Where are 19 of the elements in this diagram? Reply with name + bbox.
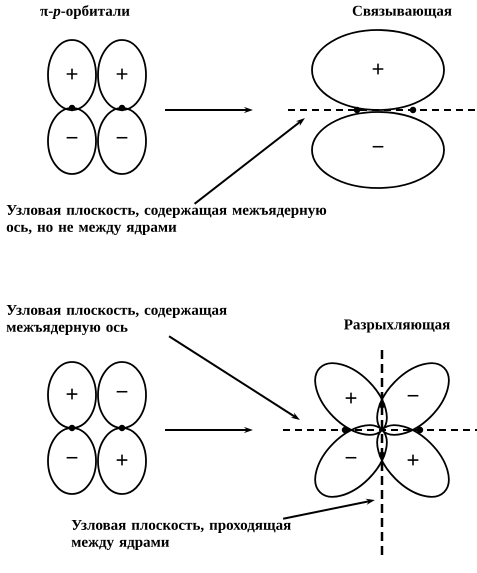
heading: Разрыхляющая <box>344 320 450 333</box>
annotation-text: Узловая плоскость, содержащая межъядерную ось, но не между ядрами <box>6 204 326 236</box>
orbital-lobe: − <box>376 362 450 436</box>
orbital-lobe: − <box>47 427 97 495</box>
orbital-lobe: + <box>376 424 450 498</box>
orbital-lobe: − <box>97 361 147 429</box>
orbital-lobe: − <box>311 111 445 189</box>
orbital-lobe: + <box>314 362 388 436</box>
orbital-lobe: − <box>97 107 147 175</box>
orbital-lobe: + <box>97 39 147 111</box>
orbital-lobe: + <box>47 361 97 429</box>
orbital-lobe: + <box>47 39 97 111</box>
annotation-text: Узловая плоскость, проходящая между ядрами <box>72 520 291 550</box>
annotation-text: Узловая плоскость, содержащая межъядерную ось <box>6 304 227 336</box>
heading: π-p-орбитали <box>40 5 130 19</box>
orbital-lobe: + <box>311 29 445 111</box>
orbital-lobe: − <box>314 424 388 498</box>
orbital-lobe: + <box>97 427 147 495</box>
orbital-lobe: − <box>47 107 97 175</box>
